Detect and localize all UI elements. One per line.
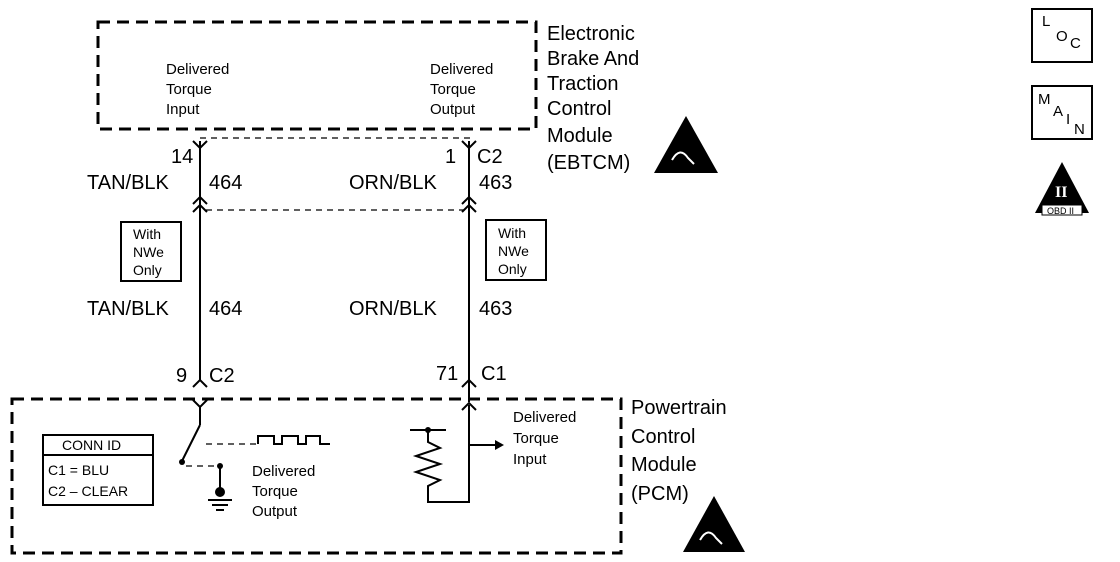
connector-c1-label: C1 — [481, 363, 507, 385]
resistor-icon — [412, 430, 444, 488]
ebtcm-output-line-3: Output — [430, 101, 476, 118]
circuit-number-464-top: 464 — [209, 172, 242, 194]
ebtcm-input-line-2: Torque — [166, 81, 212, 98]
torque-output-switch: Delivered Torque Output — [179, 399, 330, 520]
main-letter-2: A — [1053, 103, 1063, 120]
pcm-name-line-2: Control — [631, 426, 695, 448]
circuit-463: 1 C2 ORN/BLK 463 With NWe Only ORN/BLK 4… — [349, 140, 547, 402]
inline-connector-464-top — [192, 195, 208, 205]
connector-pin-14 — [192, 140, 208, 150]
ebtcm-output-line-1: Delivered — [430, 61, 493, 78]
ground-icon — [208, 487, 232, 511]
ebtcm-name-line-6: (EBTCM) — [547, 152, 630, 174]
nwe-note-left-line-2: NWe — [133, 244, 164, 260]
conn-id-box: CONN ID C1 = BLU C2 – CLEAR — [42, 434, 154, 506]
wire-color-orn-blk-bottom: ORN/BLK — [349, 298, 437, 320]
loc-letter-2: O — [1056, 28, 1068, 45]
ebtcm-name-line-5: Module — [547, 125, 613, 147]
nwe-note-right-line-3: Only — [498, 261, 527, 277]
pin-14-label: 14 — [171, 146, 193, 168]
pcm-name-line-3: Module — [631, 454, 697, 476]
connector-c2-pcm-label: C2 — [209, 365, 235, 387]
obd-ii-icon: II OBD II — [1035, 162, 1089, 216]
obd-numeral: II — [1055, 184, 1067, 201]
conn-id-line-2: C2 – CLEAR — [48, 483, 128, 499]
circuit-number-463-bottom: 463 — [479, 298, 512, 320]
nwe-note-box-left — [120, 221, 182, 282]
circuit-number-464-bottom: 464 — [209, 298, 242, 320]
circuit-464: 14 TAN/BLK 464 With NWe Only TAN/BLK 464… — [87, 140, 242, 388]
conn-id-title: CONN ID — [62, 437, 121, 453]
loc-letter-3: C — [1070, 35, 1081, 52]
connector-pin-71 — [461, 378, 477, 388]
wire-color-orn-blk-top: ORN/BLK — [349, 172, 437, 194]
obd-label: OBD II — [1047, 206, 1074, 216]
nwe-note-left-line-1: With — [133, 226, 161, 242]
ebtcm-module: Delivered Torque Input Delivered Torque … — [96, 20, 718, 174]
connector-pin-9 — [192, 378, 208, 388]
ebtcm-name-line-2: Brake And — [547, 48, 639, 70]
ebtcm-boundary — [96, 20, 538, 131]
pcm-input-line-1: Delivered — [513, 409, 576, 426]
pcm-output-line-3: Output — [252, 503, 298, 520]
pin-9-label: 9 — [176, 365, 187, 387]
ebtcm-input-line-1: Delivered — [166, 61, 229, 78]
pcm-output-line-2: Torque — [252, 483, 298, 500]
ebtcm-name-line-1: Electronic — [547, 23, 635, 45]
ebtcm-input-line-3: Input — [166, 101, 200, 118]
inline-connector-463-bottom — [461, 203, 477, 213]
ebtcm-output-line-2: Torque — [430, 81, 476, 98]
main-icon: M A I N — [1031, 85, 1093, 140]
loc-icon: L O C — [1031, 8, 1093, 63]
connector-c2-ebtcm-label: C2 — [477, 146, 503, 168]
main-letter-1: M — [1038, 91, 1051, 108]
nwe-note-box-right — [485, 219, 547, 281]
ebtcm-name-line-4: Control — [547, 98, 611, 120]
main-letter-3: I — [1066, 111, 1070, 128]
pin-71-label: 71 — [436, 363, 458, 385]
nwe-note-right-line-2: NWe — [498, 243, 529, 259]
nwe-note-left-line-3: Only — [133, 262, 162, 278]
pcm-output-line-1: Delivered — [252, 463, 315, 480]
esd-warning-icon — [654, 116, 718, 173]
pcm-boundary — [10, 397, 623, 555]
wire-color-tan-blk-top: TAN/BLK — [87, 172, 170, 194]
pcm-name-line-4: (PCM) — [631, 483, 689, 505]
esd-warning-icon — [683, 496, 745, 552]
pcm-input-line-3: Input — [513, 451, 547, 468]
wire-color-tan-blk-bottom: TAN/BLK — [87, 298, 170, 320]
ebtcm-name-line-3: Traction — [547, 73, 619, 95]
square-wave-icon — [257, 435, 330, 445]
pin-1-label: 1 — [445, 146, 456, 168]
connector-pin-1 — [461, 140, 477, 150]
inline-connector-464-bottom — [192, 203, 208, 213]
pcm-module: Powertrain Control Module (PCM) CONN ID … — [10, 397, 745, 555]
pcm-input-line-2: Torque — [513, 430, 559, 447]
main-letter-4: N — [1074, 121, 1085, 138]
nwe-note-right-line-1: With — [498, 225, 526, 241]
circuit-number-463-top: 463 — [479, 172, 512, 194]
loc-letter-1: L — [1042, 13, 1050, 30]
torque-input-circuit: Delivered Torque Input — [410, 401, 576, 503]
pcm-name-line-1: Powertrain — [631, 397, 727, 419]
conn-id-line-1: C1 = BLU — [48, 462, 109, 478]
inline-connector-463-top — [461, 195, 477, 205]
